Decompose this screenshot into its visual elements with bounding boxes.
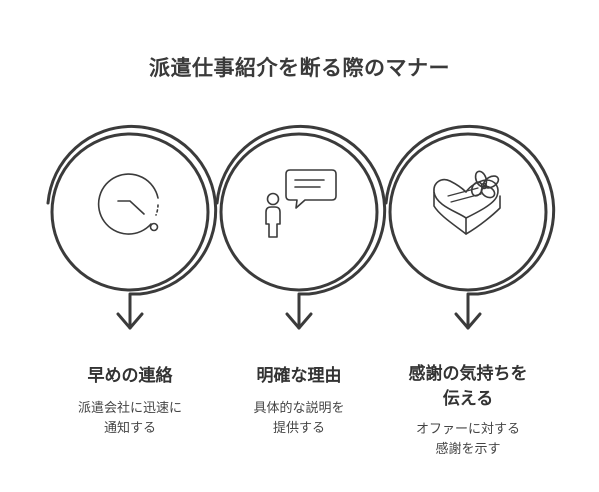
step-3-description: オファーに対する 感謝を示す <box>415 422 520 457</box>
heart-gift-box-icon <box>433 170 501 235</box>
step-3-title: 感謝の気持ちを 伝える <box>408 364 528 409</box>
person-speech-bubble-icon <box>265 169 337 238</box>
step-2-title: 明確な理由 <box>256 366 342 386</box>
clock-icon <box>97 173 159 235</box>
step-1-loop-arc <box>46 124 218 330</box>
step-1-description: 派遣会社に迅速に 通知する <box>77 401 182 436</box>
step-2-description: 具体的な説明を 提供する <box>253 401 345 436</box>
step-3-loop-arc <box>384 124 556 330</box>
page-title: 派遣仕事紹介を断る際のマナー <box>149 56 450 80</box>
step-1-title: 早めの連絡 <box>87 366 173 386</box>
step-2-loop-arc <box>215 124 387 330</box>
